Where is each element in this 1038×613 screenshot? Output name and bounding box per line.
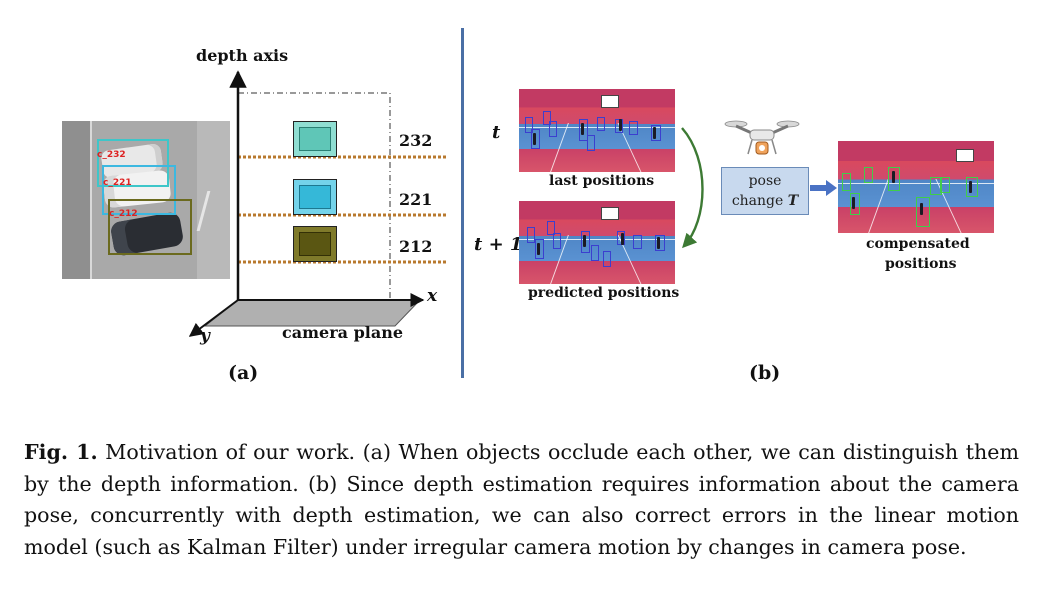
camera-plane-label: camera plane	[282, 323, 404, 342]
car-label-212: c_212	[109, 209, 138, 219]
time-t-label: t	[492, 122, 501, 143]
cube-221	[293, 179, 337, 215]
pose-change-word: change	[731, 193, 784, 209]
panel-a-tag: (a)	[228, 362, 259, 384]
drone-icon	[724, 120, 800, 155]
depth-axis-label: depth axis	[196, 46, 289, 65]
cube-212	[293, 226, 337, 262]
panel-divider	[461, 28, 464, 378]
pose-arrow	[810, 180, 837, 196]
depth-value-221: 221	[399, 190, 433, 209]
bbox-car-232	[97, 139, 169, 187]
depth-value-232: 232	[399, 131, 433, 150]
y-axis	[188, 299, 239, 337]
pose-line-2: change T	[722, 191, 808, 211]
panel-b-tag: (b)	[749, 362, 781, 384]
pose-symbol: T	[787, 193, 799, 209]
car-label-221: c_221	[103, 178, 132, 188]
pose-change-box: pose change T	[721, 167, 809, 215]
depth-value-212: 212	[399, 237, 433, 256]
y-axis-label: y	[200, 326, 210, 346]
predicted-positions-label: predicted positions	[528, 285, 680, 301]
caption-text: Motivation of our work. (a) When objects…	[24, 440, 1019, 559]
depth-axes-diagram	[188, 70, 448, 337]
bbox-car-212	[108, 199, 192, 255]
time-t1-label: t + 1	[474, 234, 523, 255]
figure-1: c_232 c_221 c_212 depth axis 232 221 212…	[62, 28, 994, 384]
compensated-label-2: positions	[885, 256, 957, 272]
last-positions-label: last positions	[549, 173, 655, 189]
frame-last-positions	[519, 89, 675, 172]
parking-lot-photo: c_232 c_221 c_212	[62, 121, 230, 279]
cube-232	[293, 121, 337, 157]
compensated-label-1: compensated	[866, 236, 970, 252]
caption-label: Fig. 1.	[24, 440, 98, 464]
x-axis-label: x	[427, 286, 438, 306]
pose-line-1: pose	[748, 173, 782, 189]
frame-predicted-positions	[519, 201, 675, 284]
frame-compensated-positions	[838, 141, 994, 233]
bbox-car-221	[102, 165, 176, 215]
car-label-232: c_232	[97, 150, 126, 160]
curved-arrow	[681, 127, 704, 249]
figure-caption: Fig. 1. Motivation of our work. (a) When…	[24, 437, 1019, 563]
